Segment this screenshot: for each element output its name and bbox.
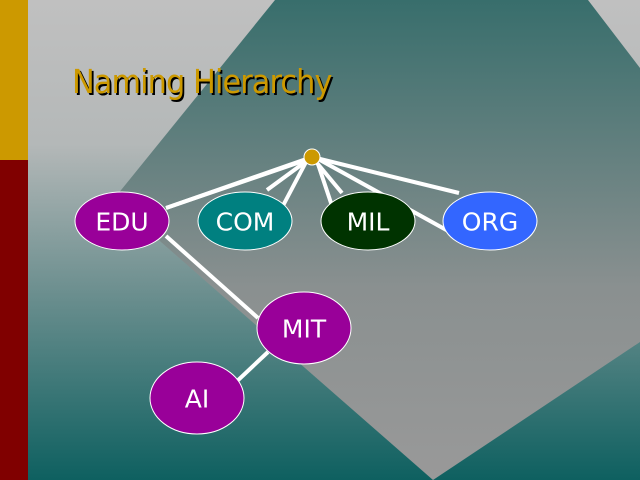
node-edu: EDU xyxy=(74,191,170,251)
node-ai-label: AI xyxy=(185,385,209,414)
node-ai: AI xyxy=(149,361,245,435)
node-org: ORG xyxy=(442,191,538,251)
node-mit: MIT xyxy=(256,291,352,365)
node-com: COM xyxy=(197,191,293,251)
node-mil-label: MIL xyxy=(347,208,390,237)
node-edu-label: EDU xyxy=(95,208,148,237)
accent-bar-top xyxy=(0,0,28,160)
node-mit-label: MIT xyxy=(282,315,327,344)
node-org-label: ORG xyxy=(462,208,518,237)
edge-edu-mit xyxy=(164,234,260,320)
accent-bar-bottom xyxy=(0,160,28,480)
edge-mit-ai xyxy=(232,350,270,386)
slide-title: Naming Hierarchy xyxy=(72,62,332,101)
node-com-label: COM xyxy=(216,208,275,237)
root-node xyxy=(303,148,321,166)
node-mil: MIL xyxy=(320,191,416,251)
